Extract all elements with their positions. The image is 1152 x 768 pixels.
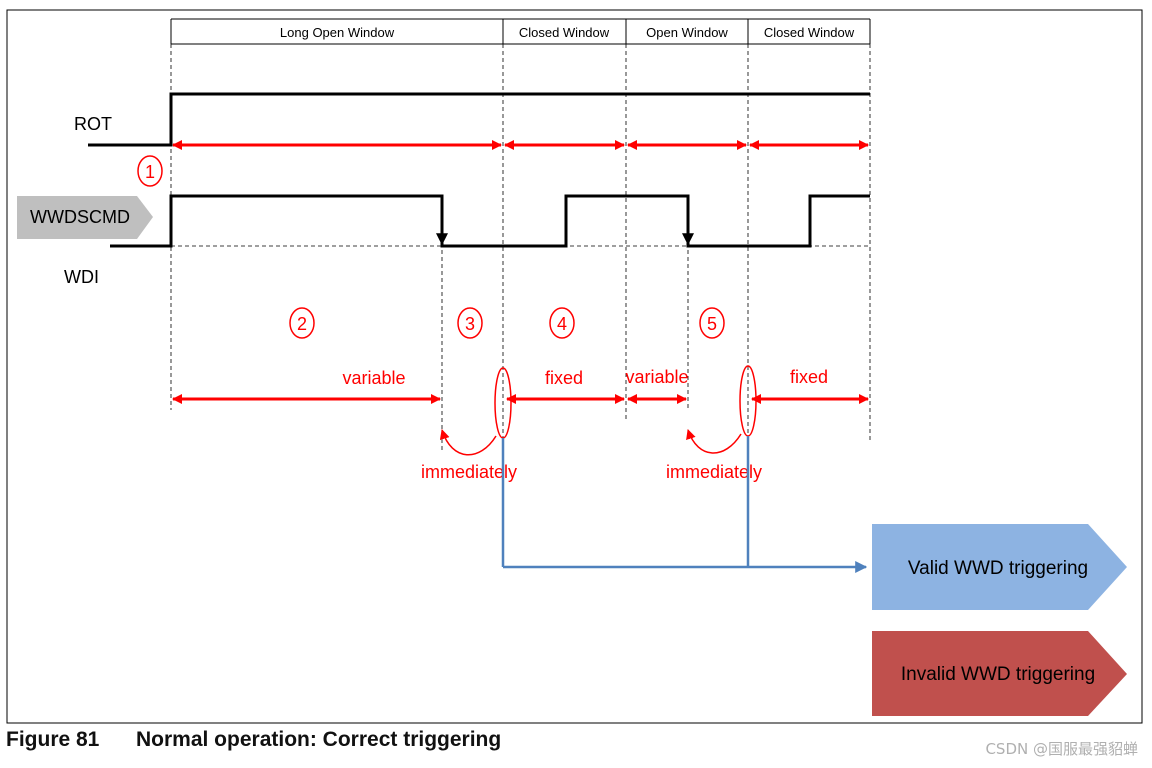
wdi-label: WDI	[64, 267, 99, 287]
valid-triggering-box: Valid WWD triggering	[872, 524, 1127, 610]
window-label-open: Open Window	[646, 25, 728, 40]
window-header: Long Open Window Closed Window Open Wind…	[170, 18, 871, 45]
wwdscmd-label: WWDSCMD	[30, 207, 130, 227]
marker-4: 4	[549, 307, 575, 339]
window-label-closed-2: Closed Window	[764, 25, 855, 40]
figure-caption: Figure 81 Normal operation: Correct trigg…	[6, 728, 501, 752]
wdi-waveform	[110, 194, 870, 248]
marker-3: 3	[457, 307, 483, 339]
marker-2: 2	[289, 307, 315, 339]
duration-variable-1: variable	[342, 368, 405, 388]
immediately-arrow-1	[439, 429, 497, 456]
duration-fixed-1: fixed	[545, 368, 583, 388]
immediately-arrow-2	[686, 429, 742, 454]
svg-text:2: 2	[297, 314, 307, 334]
watermark: CSDN @国服最强貂蝉	[985, 740, 1138, 758]
rot-label: ROT	[74, 114, 112, 134]
marker-5: 5	[699, 307, 725, 339]
invalid-triggering-label: Invalid WWD triggering	[901, 664, 1095, 685]
marker-1: 1	[137, 155, 163, 187]
figure-number: Figure 81	[6, 728, 100, 751]
svg-text:1: 1	[145, 162, 155, 182]
wwdscmd-tag: WWDSCMD	[17, 196, 153, 239]
immediately-label-2: immediately	[666, 462, 762, 482]
duration-fixed-2: fixed	[790, 367, 828, 387]
valid-triggering-label: Valid WWD triggering	[908, 558, 1088, 579]
invalid-triggering-box: Invalid WWD triggering	[872, 631, 1127, 716]
immediately-label-1: immediately	[421, 462, 517, 482]
valid-connector	[501, 436, 868, 573]
window-label-closed-1: Closed Window	[519, 25, 610, 40]
duration-variable-2: variable	[625, 367, 688, 387]
window-label-long-open: Long Open Window	[280, 25, 395, 40]
diagram-frame	[6, 9, 1143, 724]
svg-text:4: 4	[557, 314, 567, 334]
figure-title: Normal operation: Correct triggering	[136, 728, 502, 751]
rot-waveform	[88, 92, 870, 147]
svg-text:5: 5	[707, 314, 717, 334]
svg-text:3: 3	[465, 314, 475, 334]
